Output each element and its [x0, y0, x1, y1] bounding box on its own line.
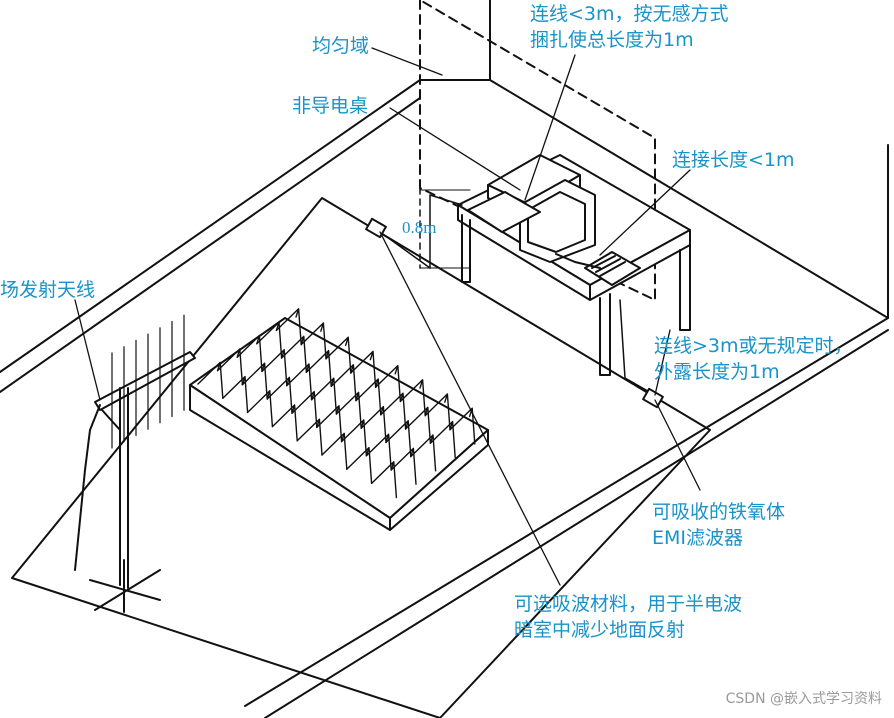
label-connection-length: 连接长度<1m	[672, 149, 795, 171]
absorber-cone	[301, 323, 326, 359]
computer-equipment	[468, 155, 640, 285]
cable-floor-left	[380, 232, 430, 268]
room-left-wall-inner	[0, 98, 420, 392]
absorber-cone	[450, 408, 475, 444]
label-height: 0.8m	[402, 218, 437, 237]
watermark: CSDN @嵌入式学习资料	[725, 691, 882, 707]
label-exposed-1: 连线>3m或无规定时，	[654, 335, 853, 357]
absorber-cone	[425, 394, 450, 430]
absorber-material	[190, 309, 488, 530]
label-uniform-area: 均匀域	[312, 35, 370, 57]
field-antenna	[75, 315, 195, 612]
label-nonconductive-table: 非导电桌	[292, 95, 369, 117]
label-exposed-2: 外露长度为1m	[654, 361, 780, 383]
label-cable-bundle-2: 捆扎使总长度为1m	[530, 29, 694, 51]
cable-to-floor-left	[430, 195, 462, 268]
absorber-cone	[276, 309, 301, 345]
room-floor-front-edge-2	[245, 318, 888, 706]
room-floor-front-edge	[265, 330, 888, 718]
label-filter-2: EMI滤波器	[652, 527, 744, 549]
label-antenna: 场发射天线	[0, 279, 96, 301]
ground-plane	[12, 198, 710, 718]
absorber-cone	[326, 337, 351, 373]
uniform-area-plane	[420, 0, 655, 300]
label-absorber-1: 可选吸波材料，用于半电波	[514, 593, 743, 615]
label-absorber-2: 暗室中减少地面反射	[514, 619, 686, 641]
label-filter-1: 可吸收的铁氧体	[652, 501, 786, 523]
absorber-cone	[376, 366, 401, 402]
absorber-cone	[351, 351, 376, 387]
label-cable-bundle-1: 连线<3m，按无感方式	[530, 3, 729, 25]
absorber-cone	[400, 380, 425, 416]
